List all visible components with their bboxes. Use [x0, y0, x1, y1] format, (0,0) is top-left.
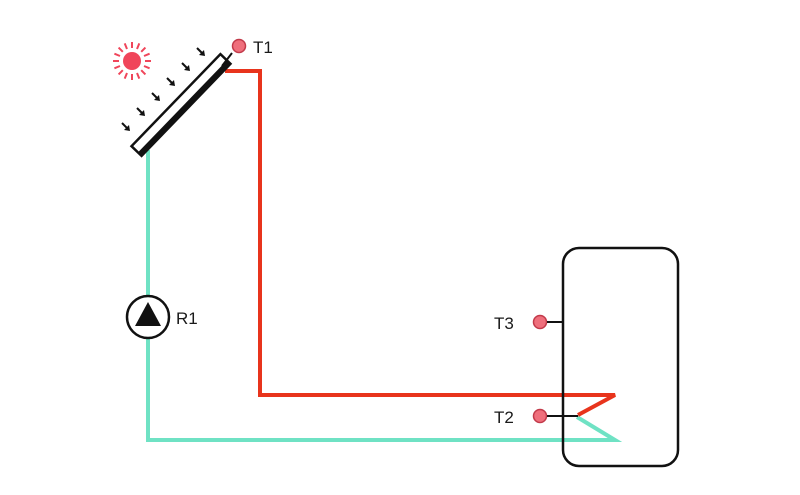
sun-ray — [140, 46, 147, 53]
sensor-t2 — [532, 408, 548, 424]
sun-ray — [114, 52, 121, 57]
sun-ray — [136, 43, 141, 50]
sun-ray — [117, 46, 124, 53]
sun-ray-arrow — [136, 107, 145, 116]
sensor-t3 — [532, 314, 548, 330]
label-t2: T2 — [494, 408, 514, 427]
sun-ray — [143, 52, 150, 57]
sun-ray-arrow — [166, 77, 175, 86]
sun-icon — [113, 42, 151, 80]
sun-ray-arrow — [196, 47, 205, 56]
sun-ray-arrow — [151, 92, 160, 101]
hot-pipe — [225, 69, 616, 417]
sun-ray-arrow — [181, 62, 190, 71]
label-t3: T3 — [494, 314, 514, 333]
sun-ray — [143, 65, 150, 70]
label-r1: R1 — [176, 309, 198, 328]
pump-icon — [125, 294, 171, 340]
sun-ray — [136, 72, 141, 79]
sun-ray — [123, 43, 128, 50]
sun-ray-arrow — [121, 122, 130, 131]
storage-tank — [561, 246, 680, 468]
sensor-t1 — [231, 38, 247, 54]
sun-ray — [117, 69, 124, 76]
label-t1: T1 — [253, 38, 273, 57]
sensor-t1-wire — [221, 52, 233, 67]
sun-core — [123, 52, 141, 70]
sun-ray — [114, 65, 121, 70]
sun-ray — [123, 72, 128, 79]
solar-collector — [129, 52, 233, 158]
sun-ray — [140, 69, 147, 76]
sun-ray-arrows — [121, 47, 205, 131]
